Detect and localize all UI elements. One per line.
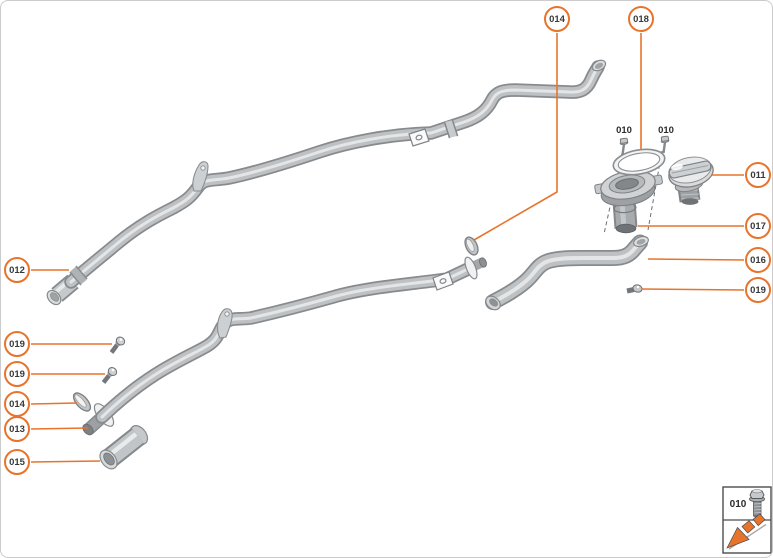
clamp-block xyxy=(432,271,454,291)
part-screw-small-a[interactable] xyxy=(109,335,127,354)
part-screw-small-b[interactable] xyxy=(101,366,119,384)
part-pipe-lower[interactable] xyxy=(81,256,488,437)
callout-015[interactable] xyxy=(4,449,30,475)
part-sleeve-tube[interactable] xyxy=(97,422,151,472)
callout-019[interactable] xyxy=(4,361,30,387)
leader-line-014 xyxy=(473,33,558,241)
direction-arrow-icon xyxy=(726,513,767,550)
part-seal-left[interactable] xyxy=(71,390,94,414)
callout-label: 016 xyxy=(750,255,766,266)
part-number-label: 010 xyxy=(616,125,632,136)
leader-line-015 xyxy=(30,460,101,463)
callout-label: 011 xyxy=(750,170,766,181)
part-fuel-cap[interactable] xyxy=(666,153,716,205)
callout-label: 017 xyxy=(750,221,766,232)
part-pipe-upper[interactable] xyxy=(44,58,607,307)
part-filler-hose[interactable] xyxy=(483,234,650,313)
callout-label: 014 xyxy=(9,399,26,410)
part-screw-right[interactable] xyxy=(660,135,670,154)
callout-014[interactable] xyxy=(544,6,570,32)
clamp-block xyxy=(408,128,430,147)
callout-label: 013 xyxy=(9,424,25,435)
callout-018[interactable] xyxy=(628,6,654,32)
part-filler-neck[interactable] xyxy=(594,150,663,235)
part-seal-ring[interactable] xyxy=(611,146,666,179)
callout-label: 018 xyxy=(633,14,649,25)
part-number-label: 010 xyxy=(658,125,674,136)
callout-011[interactable] xyxy=(745,162,771,188)
callout-012[interactable] xyxy=(4,257,30,283)
leader-line-013 xyxy=(30,427,89,430)
callout-019[interactable] xyxy=(745,277,771,303)
callout-016[interactable] xyxy=(745,247,771,273)
callout-017[interactable] xyxy=(745,213,771,239)
callout-label: 012 xyxy=(9,265,25,276)
callout-label: 014 xyxy=(549,14,566,25)
leader-line-014 xyxy=(30,402,78,405)
part-seal-middle[interactable] xyxy=(462,235,480,257)
callout-label: 019 xyxy=(750,285,766,296)
part-clip-right[interactable] xyxy=(626,284,643,294)
assembly-dash-line xyxy=(647,150,663,231)
callout-layer: 014 018 012 019 019 014 013 015 011 017 016 019 xyxy=(4,6,771,475)
leader-line-016 xyxy=(647,258,745,261)
legend: 010 xyxy=(722,486,772,554)
leader-line-019 xyxy=(641,288,745,291)
inline-label-layer: 010 010 xyxy=(616,125,674,136)
callout-013[interactable] xyxy=(4,416,30,442)
callout-019[interactable] xyxy=(4,331,30,357)
legend-part-number: 010 xyxy=(730,499,747,510)
callout-label: 015 xyxy=(9,457,26,468)
part-screw-left[interactable] xyxy=(619,137,629,156)
callout-label: 019 xyxy=(9,339,25,350)
callout-label: 019 xyxy=(9,369,25,380)
